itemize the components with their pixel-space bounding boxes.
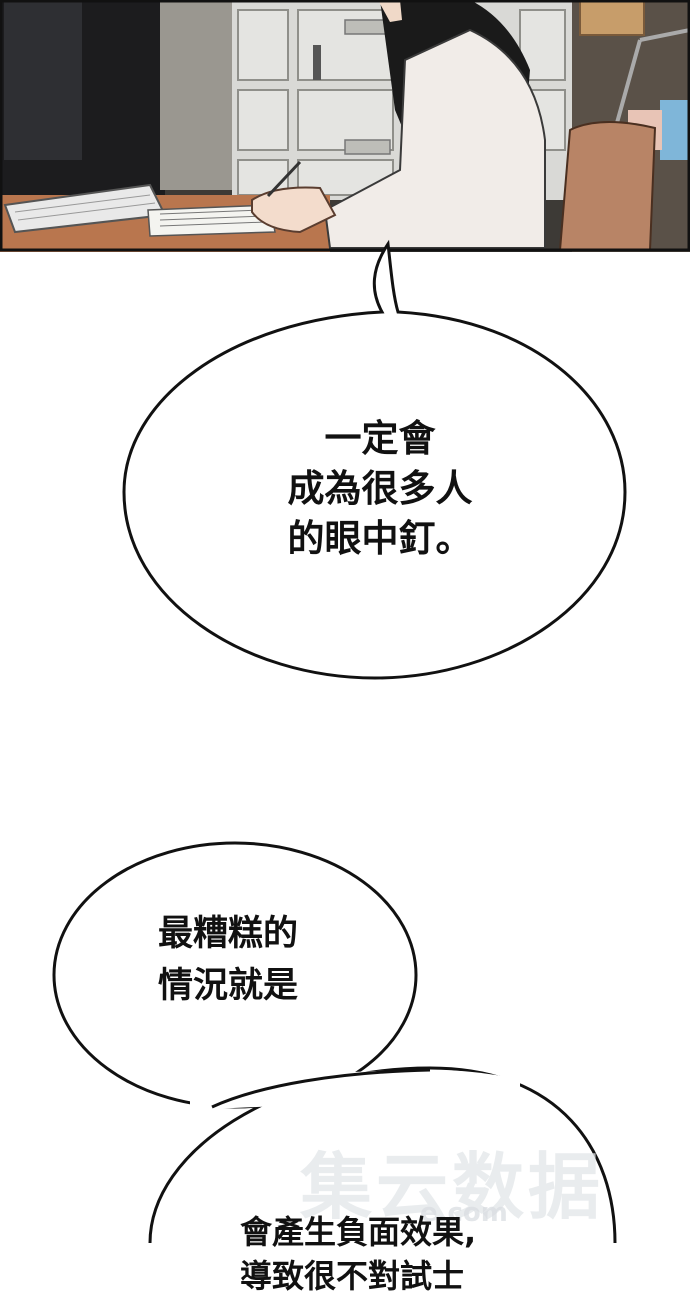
dialogue-line: 最糟糕的 — [158, 914, 299, 954]
chair — [558, 121, 657, 251]
dialogue-line: 會產生負面效果, — [240, 1213, 477, 1251]
character-blouse — [323, 28, 546, 249]
pen — [266, 160, 302, 198]
dialogue-line: 導致很不對試士 — [240, 1257, 465, 1295]
watermark-url: e.com — [420, 1198, 508, 1228]
dialogue-line: 成為很多人 — [287, 467, 473, 510]
drawer-handle — [313, 45, 321, 80]
dialogue-line: 的眼中釘。 — [287, 517, 473, 560]
comic-panel-office-scene — [0, 0, 690, 252]
monitor-screen — [4, 0, 82, 160]
pc-tower — [160, 0, 240, 190]
speech-bubble-top — [122, 239, 627, 680]
speech-bubble-bottom-text: 會產生負面效果, 導致很不對試士 — [240, 1210, 600, 1298]
panel-border — [0, 0, 690, 252]
speech-bubble-middle-text: 最糟糕的 情況就是 — [158, 908, 398, 1012]
speech-bubble-top-text: 一定會 成為很多人 的眼中釘。 — [200, 414, 560, 564]
speech-bubbles-layer — [52, 239, 627, 1243]
dialogue-line: 一定會 — [324, 417, 436, 460]
watermark-logo: 集云数据 — [300, 1145, 605, 1229]
dialogue-line: 情況就是 — [158, 966, 299, 1006]
speech-bubble-bottom — [148, 1066, 617, 1243]
